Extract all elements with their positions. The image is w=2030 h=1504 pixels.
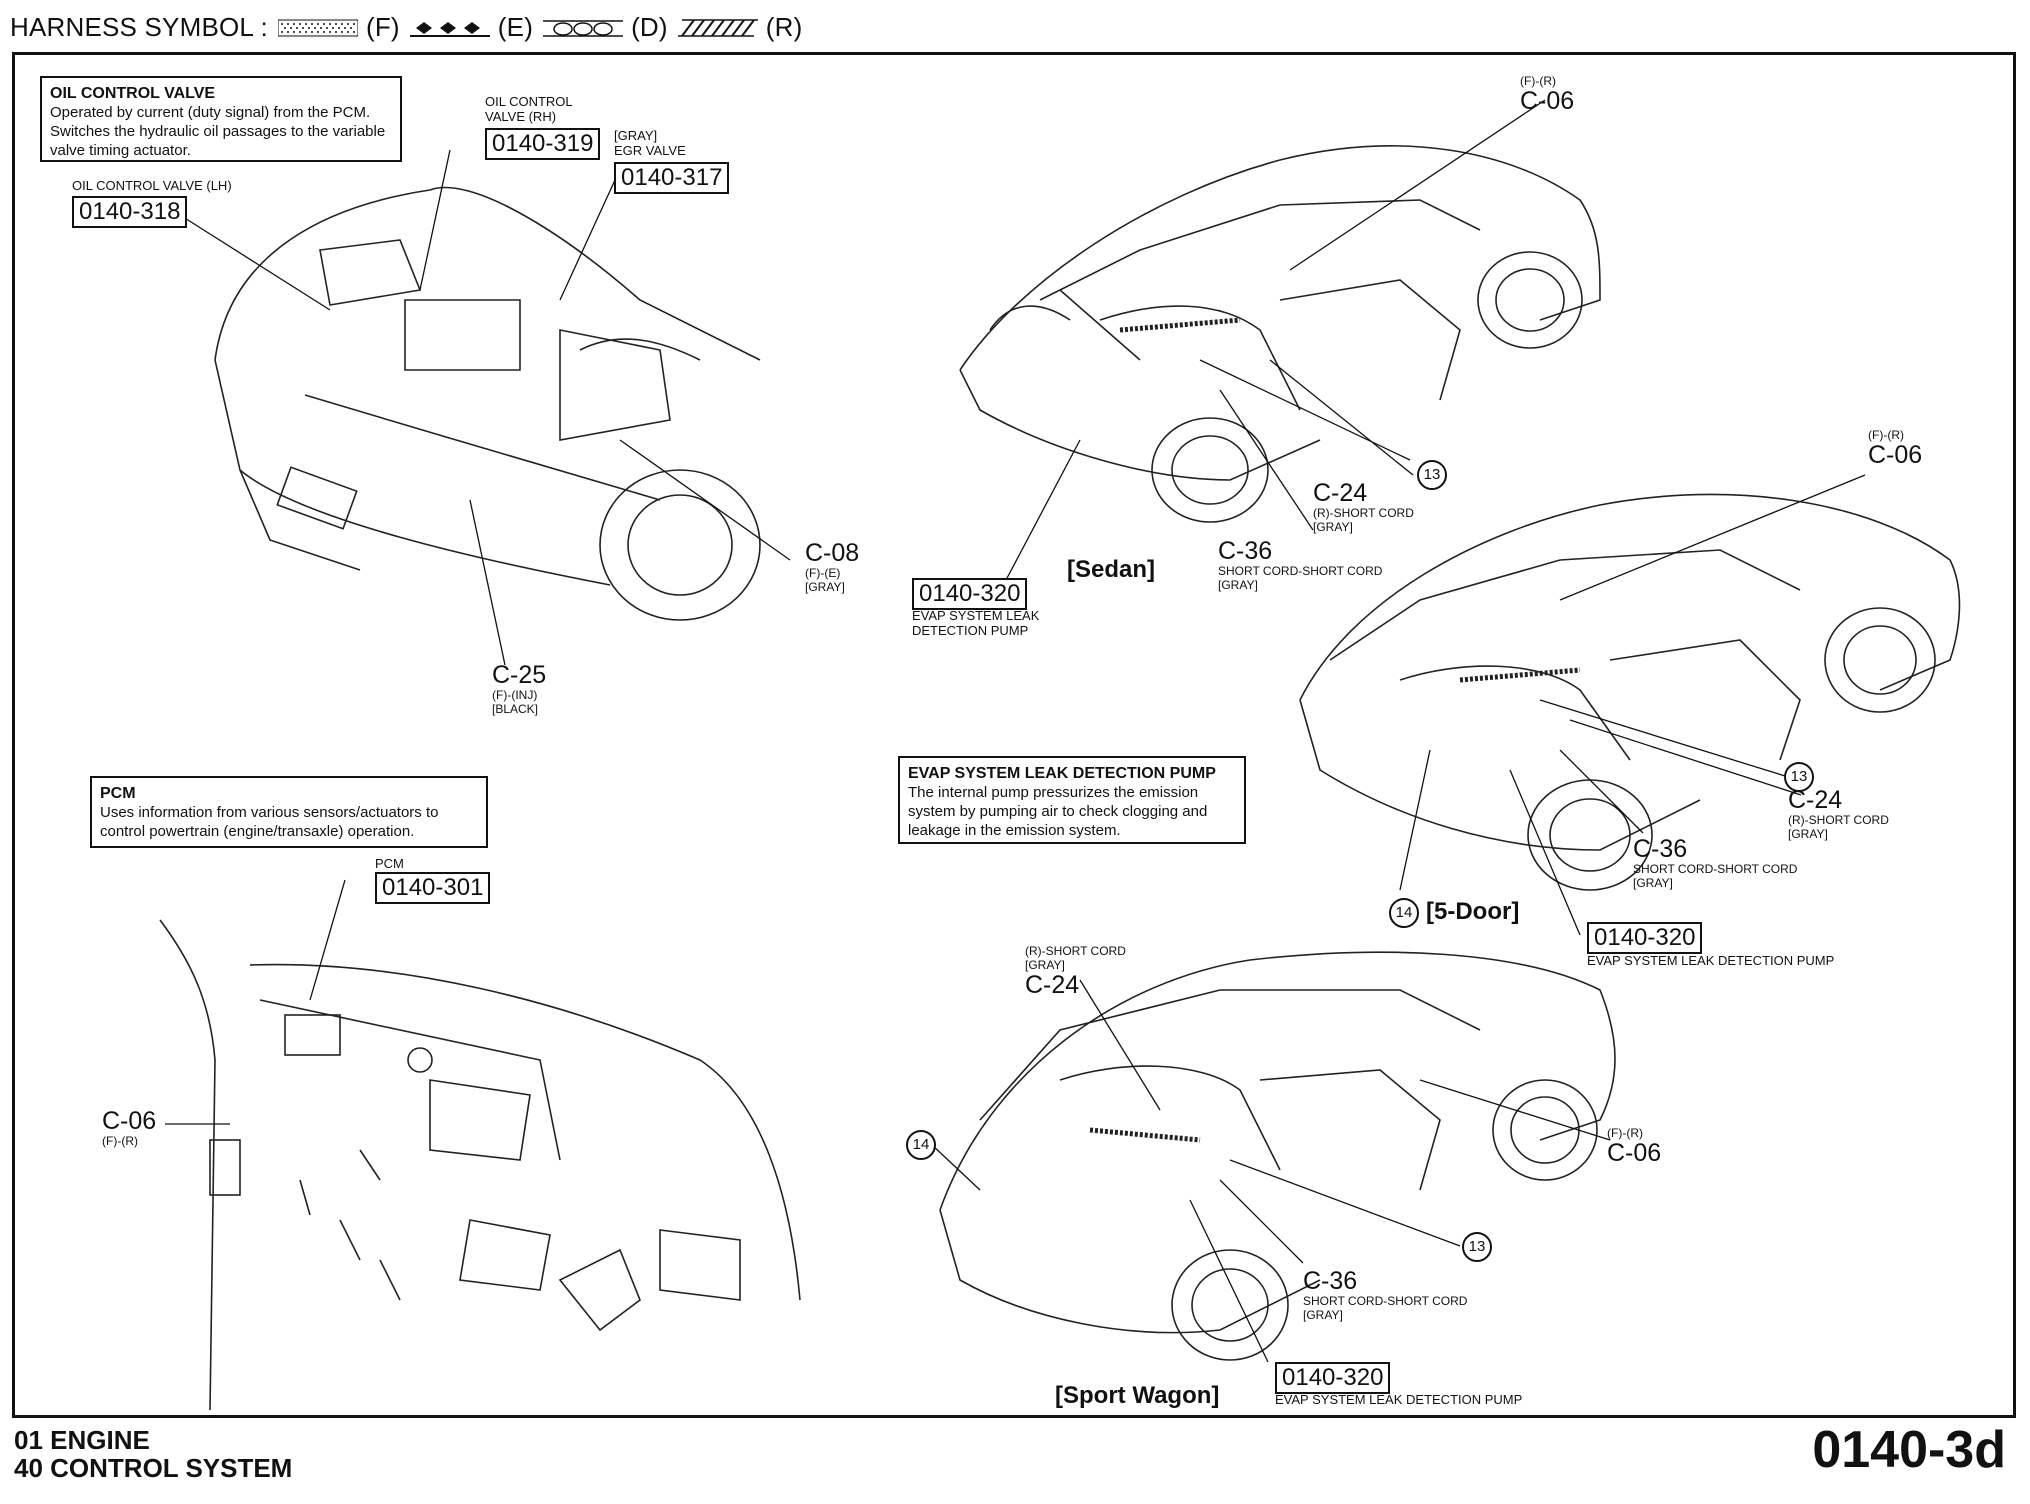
- evap-5door-code: 0140-320: [1587, 922, 1703, 954]
- sedan-view-title: [Sedan]: [1067, 556, 1156, 583]
- evap-sedan-label: EVAP SYSTEM LEAK DETECTION PUMP: [912, 608, 1040, 638]
- sport-wagon-view-title: [Sport Wagon]: [1055, 1382, 1220, 1409]
- connector-c24-5door: C-24 (R)-SHORT CORD [GRAY]: [1788, 787, 1889, 841]
- connector-c36-wagon: C-36 SHORT CORD-SHORT CORD [GRAY]: [1303, 1268, 1467, 1322]
- dotted-harness-symbol: [277, 19, 358, 36]
- connector-c08-engine: C-08 (F)-(E) [GRAY]: [805, 540, 859, 594]
- legend-code-e: (E): [497, 12, 534, 42]
- ocv-lh-code: 0140-318: [72, 196, 188, 228]
- engine-bay-car-drawing: [214, 186, 761, 621]
- oil-control-valve-info: OIL CONTROL VALVE Operated by current (d…: [40, 76, 402, 162]
- ocv-rh-code: 0140-319: [485, 128, 601, 160]
- marker-13-5door: 13: [1784, 762, 1814, 792]
- connector-c24-sedan: C-24 (R)-SHORT CORD [GRAY]: [1313, 480, 1414, 534]
- legend-code-r: (R): [765, 12, 803, 42]
- connector-c06-sedan-id: C-06: [1520, 87, 1575, 115]
- evap-sedan-code: 0140-320: [912, 578, 1028, 610]
- egr-valve-code: 0140-317: [614, 162, 730, 194]
- hatched-harness-symbol: [677, 18, 758, 37]
- marker-13-wagon: 13: [1462, 1232, 1492, 1262]
- connector-c25-sub: (F)-(INJ) [BLACK]: [492, 688, 539, 716]
- legend-title: HARNESS SYMBOL :: [10, 12, 268, 42]
- connector-c08-id: C-08: [805, 539, 860, 567]
- connector-c08-sub: (F)-(E) [GRAY]: [805, 566, 845, 594]
- connector-c24-wagon-id: C-24: [1025, 971, 1080, 999]
- legend-code-d: (D): [631, 12, 668, 42]
- evap-wagon-label: EVAP SYSTEM LEAK DETECTION PUMP: [1275, 1392, 1523, 1407]
- connector-c06-5door-id: C-06: [1868, 441, 1923, 469]
- evap-5door-label: EVAP SYSTEM LEAK DETECTION PUMP: [1587, 953, 1835, 968]
- ocv-lh-label: OIL CONTROL VALVE (LH): [72, 178, 232, 193]
- connector-c36-sedan-sub: SHORT CORD-SHORT CORD [GRAY]: [1218, 564, 1383, 592]
- connector-c25-id: C-25: [492, 661, 547, 689]
- marker-14-wagon: 14: [906, 1130, 936, 1160]
- connector-c06-sedan-sub: (F)-(R): [1520, 74, 1556, 88]
- diamond-harness-symbol: [409, 21, 490, 37]
- connector-c24-wagon-sub: (R)-SHORT CORD [GRAY]: [1025, 944, 1126, 972]
- connector-c06-dash: C-06 (F)-(R): [102, 1108, 156, 1148]
- dashboard-drawing: [159, 919, 801, 1411]
- connector-c24-sedan-sub: (R)-SHORT CORD [GRAY]: [1313, 506, 1414, 534]
- connector-c36-wagon-sub: SHORT CORD-SHORT CORD [GRAY]: [1303, 1294, 1468, 1322]
- evap-info-text: The internal pump pressurizes the emissi…: [908, 784, 1208, 839]
- footer-subsection: 40 CONTROL SYSTEM: [14, 1453, 293, 1483]
- oil-control-valve-info-title: OIL CONTROL VALVE: [50, 85, 216, 102]
- circle-harness-symbol: [543, 19, 624, 37]
- evap-wagon-code: 0140-320: [1275, 1362, 1391, 1394]
- leader-lines: [165, 99, 1866, 1363]
- ocv-rh-label: OIL CONTROL VALVE (RH): [485, 94, 573, 124]
- pcm-label: PCM: [375, 856, 404, 871]
- pcm-code: 0140-301: [375, 872, 491, 904]
- connector-c06-dash-id: C-06: [102, 1107, 157, 1135]
- connector-c36-5door-sub: SHORT CORD-SHORT CORD [GRAY]: [1633, 862, 1798, 890]
- footer-section: 01 ENGINE: [14, 1425, 150, 1455]
- pcm-info-text: Uses information from various sensors/ac…: [100, 804, 439, 840]
- pcm-info-title: PCM: [100, 785, 136, 802]
- legend-code-f: (F): [365, 12, 400, 42]
- connector-c36-5door: C-36 SHORT CORD-SHORT CORD [GRAY]: [1633, 836, 1797, 890]
- connector-c36-sedan: C-36 SHORT CORD-SHORT CORD [GRAY]: [1218, 538, 1382, 592]
- connector-c24-wagon: (R)-SHORT CORD [GRAY] C-24: [1025, 944, 1126, 998]
- connector-c36-sedan-id: C-36: [1218, 537, 1273, 565]
- evap-info-title: EVAP SYSTEM LEAK DETECTION PUMP: [908, 765, 1216, 782]
- pcm-info: PCM Uses information from various sensor…: [90, 776, 488, 848]
- harness-symbol-legend: HARNESS SYMBOL : (F) (E) (D) (R): [10, 12, 802, 43]
- connector-c06-wagon-sub: (F)-(R): [1607, 1126, 1643, 1140]
- oil-control-valve-info-text: Operated by current (duty signal) from t…: [50, 104, 386, 159]
- connector-c25-engine: C-25 (F)-(INJ) [BLACK]: [492, 662, 546, 716]
- connector-c06-5door: (F)-(R) C-06: [1868, 428, 1922, 468]
- sedan-car-drawing: [959, 145, 1601, 523]
- connector-c06-dash-sub: (F)-(R): [102, 1134, 138, 1148]
- connector-c06-sedan: (F)-(R) C-06: [1520, 74, 1574, 114]
- connector-c06-5door-sub: (F)-(R): [1868, 428, 1904, 442]
- connector-c06-wagon-id: C-06: [1607, 1139, 1662, 1167]
- egr-valve-label: [GRAY] EGR VALVE: [614, 128, 686, 158]
- page-number: 0140-3d: [1812, 1421, 2006, 1479]
- connector-c36-5door-id: C-36: [1633, 835, 1688, 863]
- evap-info: EVAP SYSTEM LEAK DETECTION PUMP The inte…: [898, 756, 1246, 844]
- sport-wagon-car-drawing: [939, 951, 1616, 1361]
- connector-c06-wagon: (F)-(R) C-06: [1607, 1126, 1661, 1166]
- five-door-car-drawing: [1299, 493, 1961, 891]
- connector-c24-sedan-id: C-24: [1313, 479, 1368, 507]
- diagram-frame: [12, 52, 2016, 1418]
- marker-14-5door: 14: [1389, 898, 1419, 928]
- five-door-view-title: [5-Door]: [1426, 898, 1520, 925]
- marker-13-sedan: 13: [1417, 460, 1447, 490]
- connector-c24-5door-sub: (R)-SHORT CORD [GRAY]: [1788, 813, 1889, 841]
- connector-c36-wagon-id: C-36: [1303, 1267, 1358, 1295]
